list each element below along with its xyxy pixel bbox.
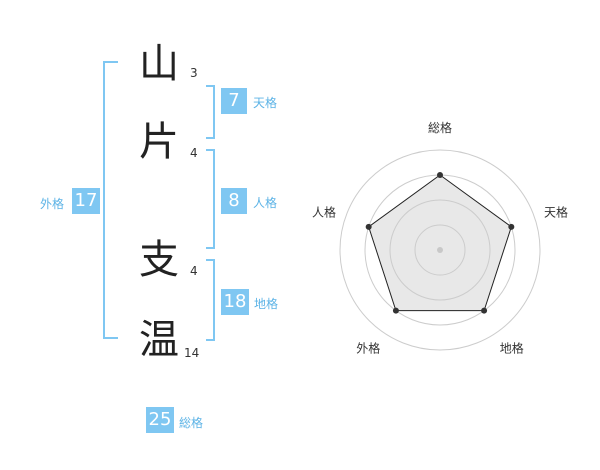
radar-point-5	[365, 223, 372, 230]
chikaku-label: 地格	[254, 297, 279, 311]
radar-axis-label-4: 外格	[356, 341, 380, 356]
radar-center-dot	[437, 247, 443, 253]
radar-point-4	[392, 307, 399, 314]
soukaku-label: 総格	[179, 416, 204, 430]
radar-axis-label-3: 地格	[500, 341, 524, 356]
tenkaku-label: 天格	[253, 96, 278, 110]
radar-point-1	[437, 172, 443, 178]
stroke-count-2: 4	[190, 146, 198, 160]
chikaku-value: 18	[221, 289, 249, 315]
soukaku-value: 25	[146, 407, 174, 433]
name-char-3: 支	[139, 237, 179, 283]
stroke-count-4: 14	[184, 346, 200, 360]
radar-axis-label-1: 総格	[428, 120, 452, 135]
gaikaku-label: 外格	[40, 197, 65, 211]
radar-grid-ring	[389, 199, 491, 301]
radar-axis-label-2: 天格	[544, 204, 568, 219]
jinkaku-value: 8	[221, 188, 247, 214]
tenkaku-value: 7	[221, 88, 247, 114]
name-char-1: 山	[139, 41, 179, 87]
radar-point-3	[481, 307, 488, 314]
name-char-4: 温	[139, 317, 179, 363]
name-char-2: 片	[139, 119, 179, 165]
stroke-count-3: 4	[190, 264, 198, 278]
gaikaku-value: 17	[72, 188, 100, 214]
stroke-count-1: 3	[190, 66, 198, 80]
radar-grid-ring	[414, 224, 466, 276]
radar-axis-label-5: 人格	[312, 204, 336, 219]
radar-point-2	[508, 223, 515, 230]
jinkaku-label: 人格	[253, 196, 278, 210]
radar-data-area	[368, 174, 512, 312]
